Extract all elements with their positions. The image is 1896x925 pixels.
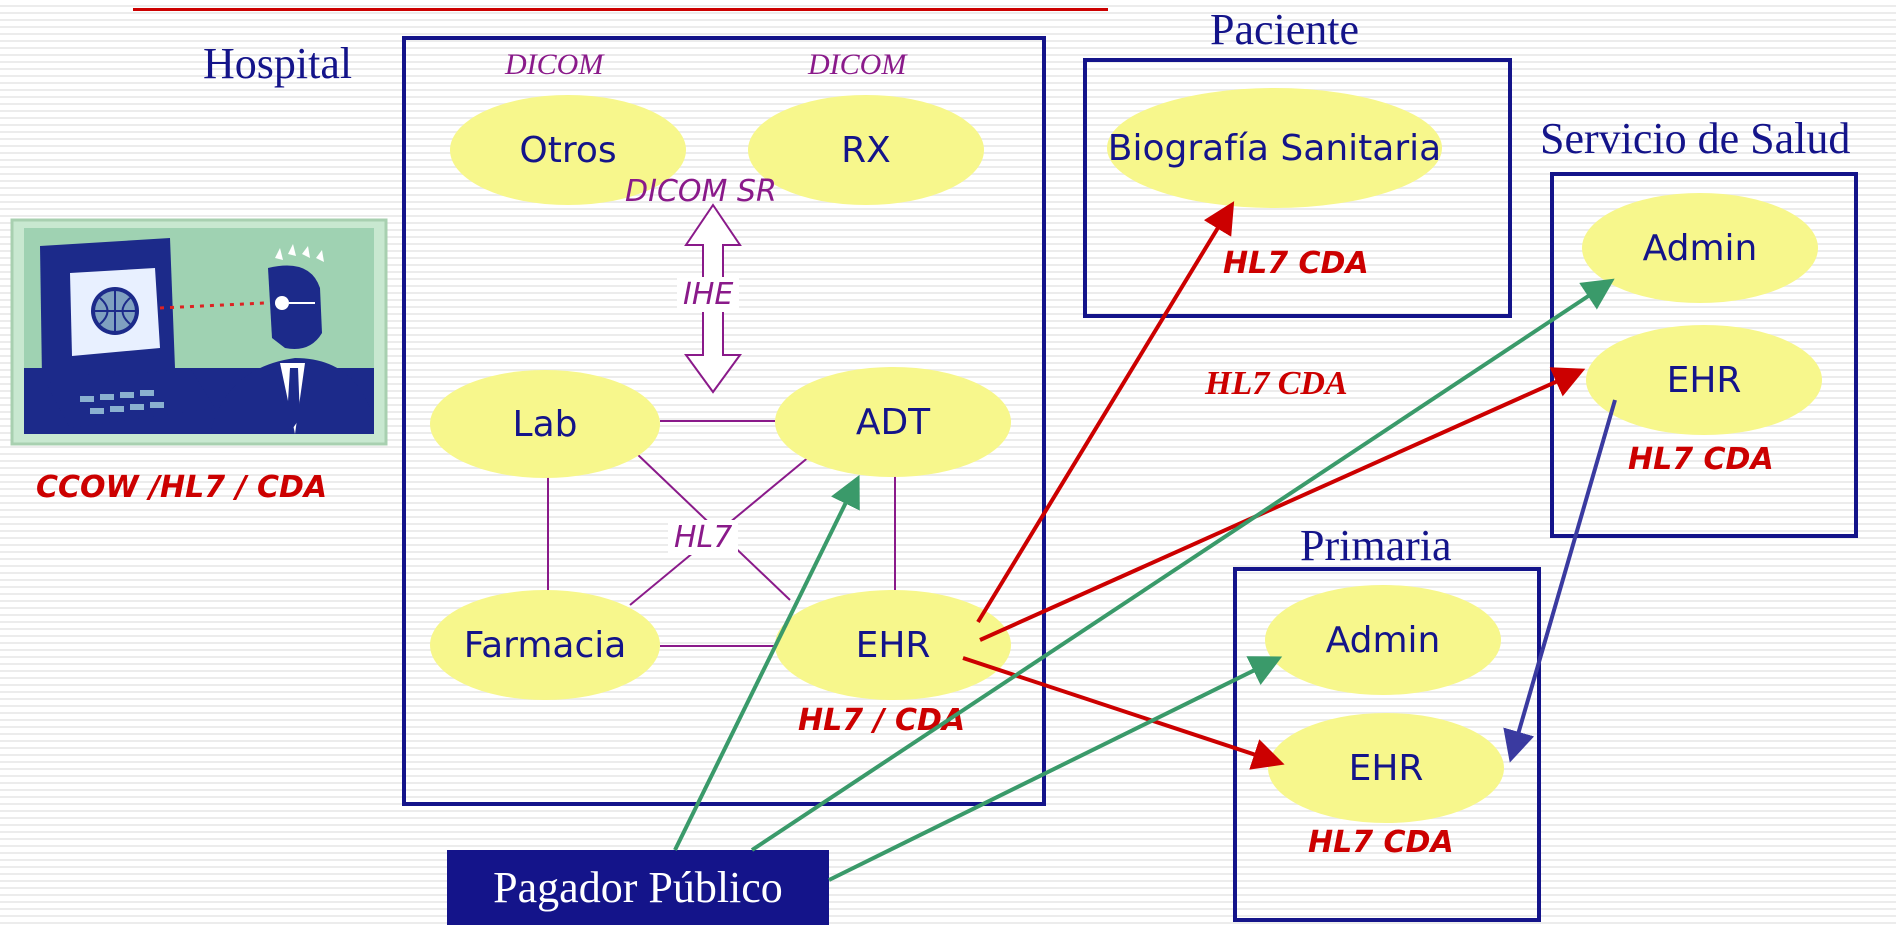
- pagador-box[interactable]: Pagador Público: [447, 850, 829, 925]
- servicio-admin-node[interactable]: Admin: [1582, 193, 1818, 303]
- primaria-standard: HL7 CDA: [1308, 825, 1454, 860]
- adt-node[interactable]: ADT: [775, 367, 1011, 477]
- hospital-ehr-standard: HL7 / CDA: [798, 703, 966, 738]
- workstation-label: CCOW /HL7 / CDA: [36, 470, 328, 505]
- dicom-label-left: DICOM: [505, 48, 604, 81]
- farmacia-node[interactable]: Farmacia: [430, 590, 660, 700]
- servicio-title: Servicio de Salud: [1540, 114, 1851, 163]
- primaria-admin-node[interactable]: Admin: [1265, 585, 1501, 695]
- pagador-label: Pagador Público: [493, 863, 783, 912]
- arrow-pagador-to-adt: [673, 474, 860, 851]
- arrow-ehr-to-servicio-ehr: [979, 367, 1586, 642]
- servicio-ehr-node[interactable]: EHR: [1586, 325, 1822, 435]
- arrow-ehr-to-primaria-ehr: [962, 656, 1285, 770]
- lab-label: Lab: [512, 403, 578, 445]
- lab-node[interactable]: Lab: [430, 370, 660, 478]
- biografia-node[interactable]: Biografía Sanitaria: [1107, 88, 1442, 208]
- dicom-label-right: DICOM: [808, 48, 907, 81]
- arrow-pagador-to-servicio-admin: [750, 278, 1615, 852]
- otros-label: Otros: [519, 129, 617, 171]
- otros-node[interactable]: Otros: [450, 95, 686, 205]
- adt-label: ADT: [855, 401, 931, 443]
- servicio-admin-label: Admin: [1642, 227, 1758, 269]
- primaria-ehr-node[interactable]: EHR: [1268, 713, 1504, 823]
- hospital-ehr-label: EHR: [855, 624, 931, 666]
- servicio-box: [1550, 172, 1858, 538]
- workstation-clipart-icon: [10, 218, 388, 446]
- hospital-box: [402, 36, 1046, 806]
- arrow-pagador-to-primaria-admin: [828, 656, 1283, 882]
- servicio-standard: HL7 CDA: [1628, 442, 1774, 477]
- paciente-standard: HL7 CDA: [1223, 246, 1369, 281]
- hospital-title: Hospital: [203, 39, 353, 88]
- primaria-ehr-label: EHR: [1348, 747, 1424, 789]
- servicio-ehr-label: EHR: [1666, 359, 1742, 401]
- farmacia-label: Farmacia: [463, 624, 627, 666]
- hl7-label: HL7: [668, 520, 739, 555]
- paciente-title: Paciente: [1210, 5, 1360, 54]
- arrow-servicio-ehr-to-primaria-ehr: [1503, 399, 1617, 763]
- hospital-ehr-node[interactable]: EHR: [775, 590, 1011, 700]
- ihe-label: IHE: [677, 277, 740, 312]
- paciente-box: [1083, 58, 1512, 318]
- middle-hl7-cda-label: HL7 CDA: [1205, 365, 1348, 402]
- arrow-ehr-to-biografia: [976, 201, 1235, 624]
- biografia-label: Biografía Sanitaria: [1107, 127, 1442, 169]
- rx-node[interactable]: RX: [748, 95, 984, 205]
- dicom-sr-label: DICOM SR: [625, 174, 777, 209]
- primaria-admin-label: Admin: [1325, 619, 1441, 661]
- primaria-box: [1233, 567, 1541, 922]
- top-rule: [133, 8, 1108, 11]
- rx-label: RX: [841, 129, 891, 171]
- primaria-title: Primaria: [1300, 521, 1452, 570]
